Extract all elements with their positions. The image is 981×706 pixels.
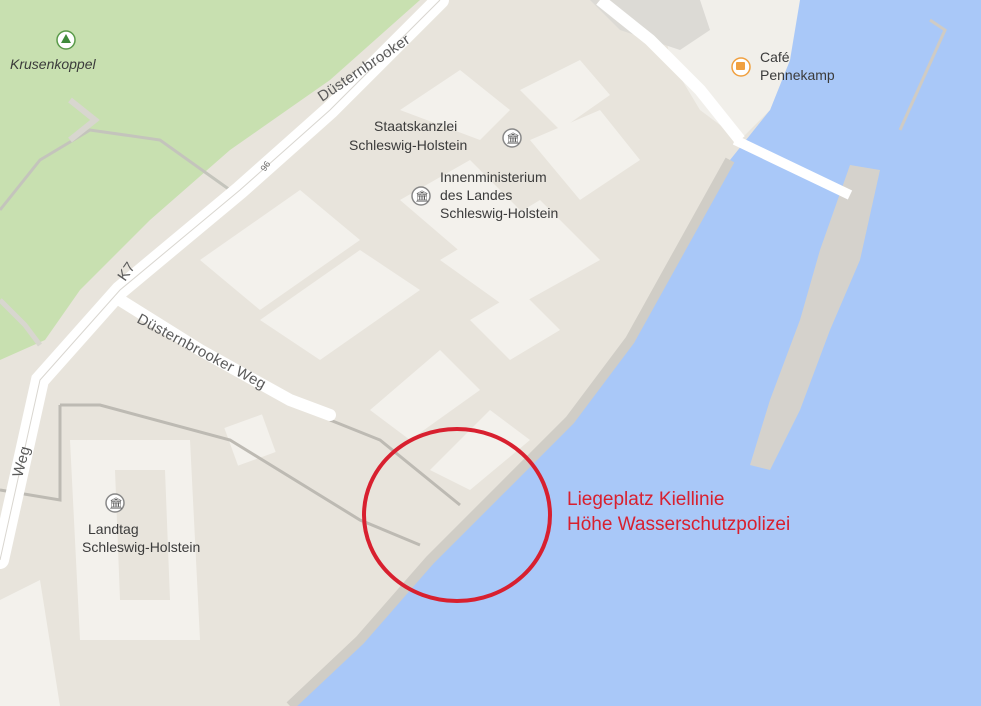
landtag-courtyard xyxy=(115,470,170,600)
park-area xyxy=(0,0,420,360)
coffee-cup-shape xyxy=(736,62,745,70)
annotation-line1: Liegeplatz Kiellinie xyxy=(567,489,724,510)
park-label: Krusenkoppel xyxy=(10,56,97,72)
breakwater xyxy=(898,18,947,131)
cafe-label-line2: Pennekamp xyxy=(760,67,835,83)
pier xyxy=(750,165,880,470)
harbour-road xyxy=(596,0,745,144)
innenministerium-label-line1: Innenministerium xyxy=(440,169,547,185)
boundary-line xyxy=(60,403,421,547)
government-building-glyph: 🏛 xyxy=(415,190,429,203)
government-building-icon xyxy=(502,128,522,148)
tree-icon-shape xyxy=(61,34,71,43)
house-number-label: 96 xyxy=(258,159,272,173)
annotation-circle xyxy=(362,427,552,603)
landtag-label-line1: Landtag xyxy=(88,521,139,537)
government-building-icon xyxy=(411,186,431,206)
cafe-label-line1: Café xyxy=(760,49,790,65)
landtag-poi[interactable]: 🏛 Landtag Schleswig-Holstein xyxy=(82,493,200,555)
park-path xyxy=(0,128,231,211)
park-path xyxy=(0,298,42,347)
building-complex-staatskanzlei xyxy=(200,60,640,490)
staatskanzlei-poi[interactable]: Staatskanzlei Schleswig-Holstein 🏛 xyxy=(349,118,522,153)
government-building-glyph: 🏛 xyxy=(109,497,123,510)
annotation-line2: Höhe Wasserschutzpolizei xyxy=(567,514,790,535)
innenministerium-label-line3: Schleswig-Holstein xyxy=(440,205,558,221)
government-building-glyph: 🏛 xyxy=(506,132,520,145)
park-poi[interactable]: Krusenkoppel xyxy=(10,30,97,72)
staatskanzlei-label-line1: Staatskanzlei xyxy=(374,118,457,134)
government-building-icon xyxy=(105,493,125,513)
staatskanzlei-label-line2: Schleswig-Holstein xyxy=(349,137,467,153)
jetty xyxy=(732,135,853,200)
cafe-poi[interactable]: Café Pennekamp xyxy=(731,49,835,83)
innenministerium-label-line2: des Landes xyxy=(440,187,512,203)
innenministerium-poi[interactable]: 🏛 Innenministerium des Landes Schleswig-… xyxy=(411,169,558,221)
main-road-border xyxy=(0,0,441,561)
side-road xyxy=(114,294,336,421)
park-path xyxy=(68,97,100,143)
promenade xyxy=(286,157,735,706)
landtag-label-line2: Schleswig-Holstein xyxy=(82,539,200,555)
boundary-line xyxy=(329,418,461,507)
